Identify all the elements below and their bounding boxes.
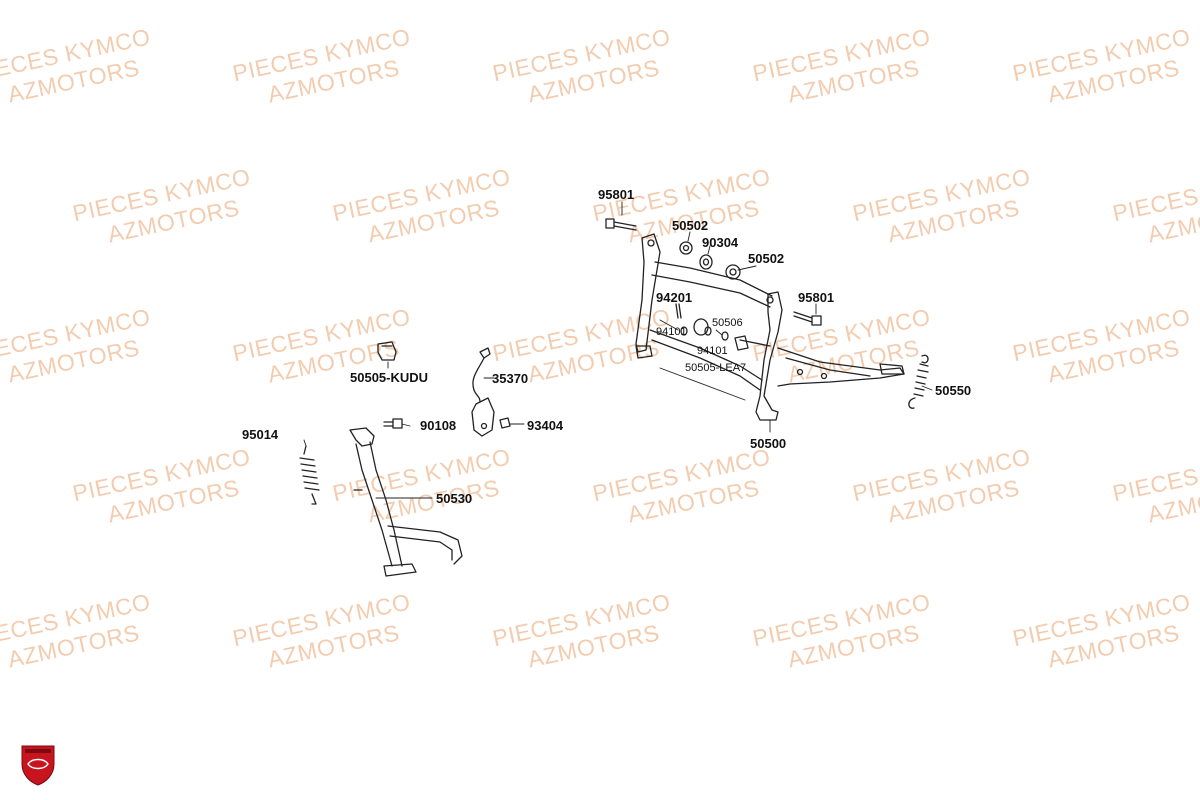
nut-90304 xyxy=(699,254,713,270)
rubber-50505-kudu xyxy=(377,341,397,361)
part-label-90108: 90108 xyxy=(420,418,457,433)
main-stand-50500 xyxy=(635,233,905,421)
bolt-95801-left xyxy=(605,218,637,231)
part-label-95801-right: 95801 xyxy=(798,290,835,305)
side-stand-50530 xyxy=(349,427,463,577)
part-label-35370: 35370 xyxy=(492,371,529,386)
part-label-50506: 50506 xyxy=(712,317,743,329)
washer-94101-right xyxy=(721,331,729,341)
part-label-90304: 90304 xyxy=(702,235,739,250)
part-label-50505-lea7: 50505-LEA7 xyxy=(685,362,747,374)
collar-50502-left xyxy=(679,241,693,255)
part-label-95801-left: 95801 xyxy=(598,187,635,202)
collar-50502-right xyxy=(725,264,741,280)
bush-50506 xyxy=(693,318,712,336)
bolt-90108 xyxy=(383,418,403,429)
washer-94101-left xyxy=(680,326,688,336)
switch-35370 xyxy=(471,347,495,437)
part-label-50505-kudu: 50505-KUDU xyxy=(350,370,429,385)
part-label-94101-left: 94101 xyxy=(656,326,687,338)
pin-94201 xyxy=(675,303,682,319)
part-label-50550: 50550 xyxy=(935,383,972,398)
spring-50550 xyxy=(908,354,929,409)
spring-95014 xyxy=(299,445,320,505)
part-label-94101-right: 94101 xyxy=(697,345,728,357)
part-label-50502-left: 50502 xyxy=(672,218,709,233)
part-label-95014: 95014 xyxy=(242,427,279,442)
part-label-50502-right: 50502 xyxy=(748,251,785,266)
azmotors-logo xyxy=(21,745,55,786)
nut-93404 xyxy=(499,417,511,429)
part-label-93404: 93404 xyxy=(527,418,564,433)
leader-lines xyxy=(303,201,933,499)
part-label-50500: 50500 xyxy=(750,436,787,451)
bolt-95801-right xyxy=(793,311,822,326)
part-label-94201: 94201 xyxy=(656,290,693,305)
part-label-50530: 50530 xyxy=(436,491,473,506)
